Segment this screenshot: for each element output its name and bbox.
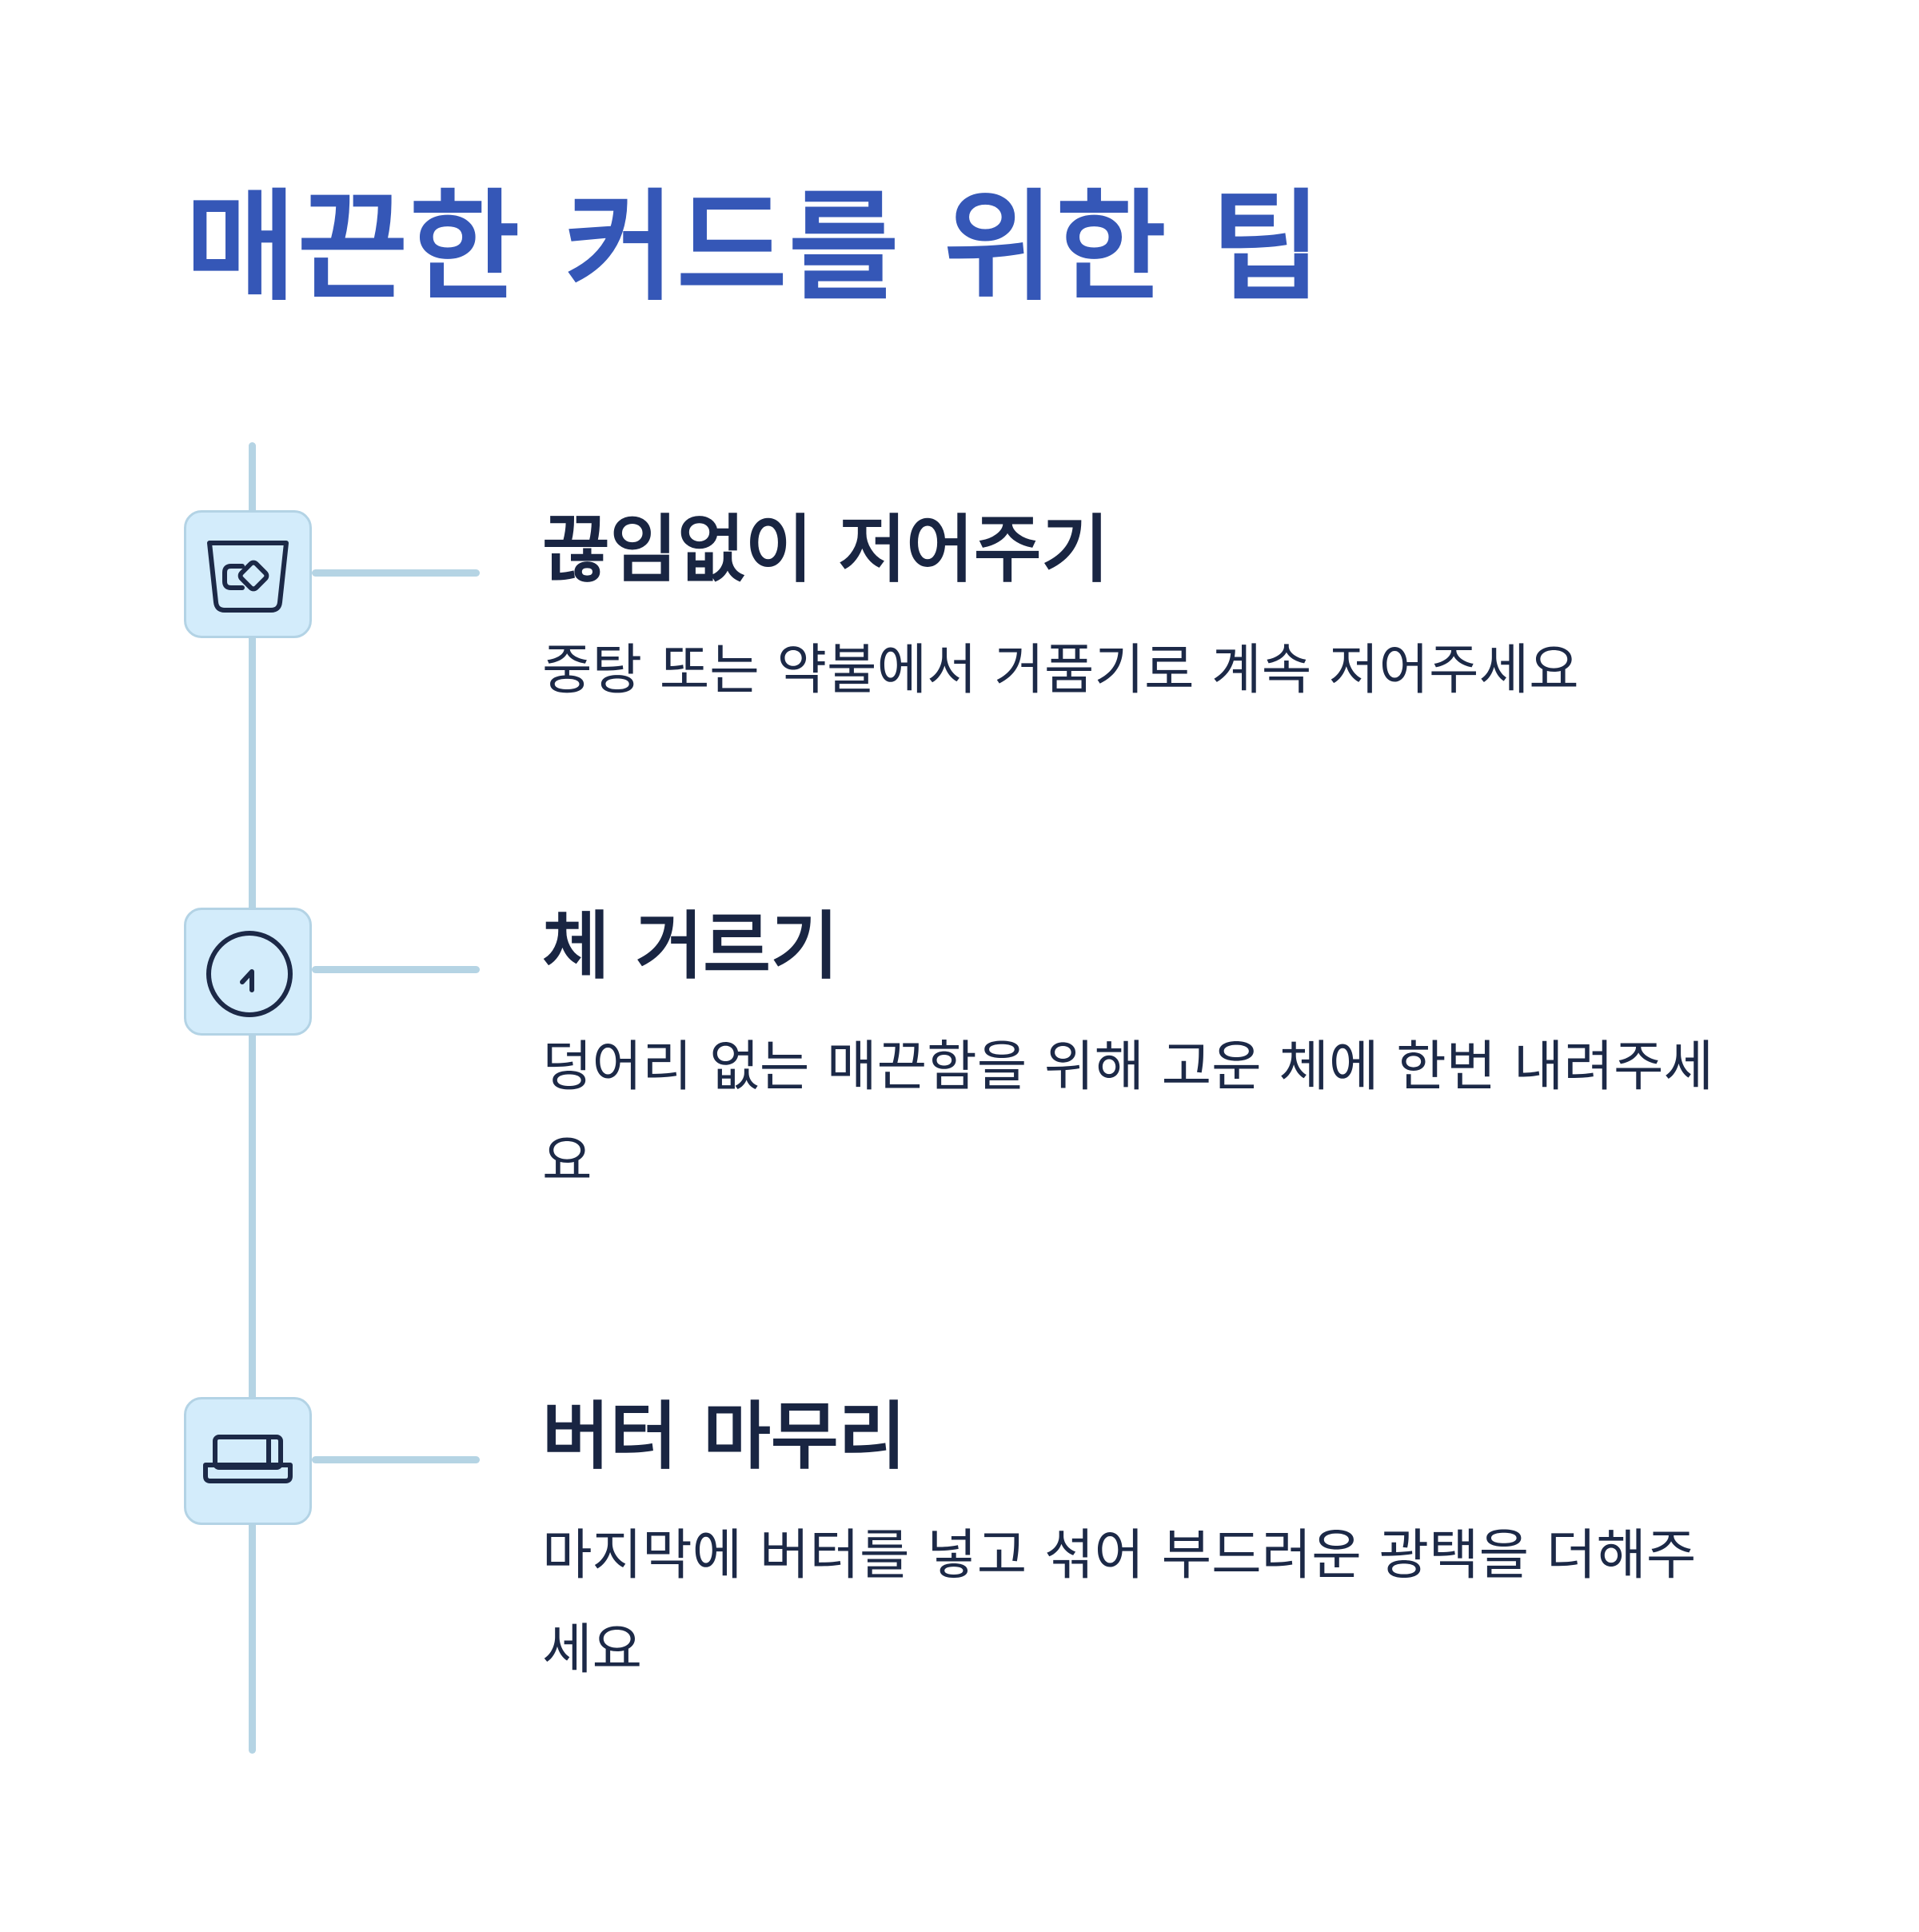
step-title: 버터 마무리 (542, 1394, 907, 1479)
step-connector (312, 569, 480, 577)
step-title: 체 거르기 (542, 904, 839, 989)
step-title: 끊임없이 저어주기 (542, 507, 1110, 593)
butter-icon (203, 1435, 293, 1483)
step-icon-box (184, 908, 312, 1036)
page-title: 매끈한 커드를 위한 팁 (186, 178, 1323, 317)
step-connector (312, 1456, 480, 1463)
step-description: 덩어리 없는 매끈함을 위해 고운 체에 한번 내려주세요 (542, 1036, 1714, 1193)
pot-icon (207, 541, 289, 613)
step-icon-box (184, 1397, 312, 1525)
step-description: 중탕 또는 약불에서 거품기로 계속 저어주세요 (542, 639, 1579, 702)
timer-icon (206, 931, 293, 1017)
step-description: 마지막에 버터를 넣고 섞어 부드러운 광택을 더해주세요 (542, 1524, 1697, 1682)
step-icon-box (184, 510, 312, 638)
timeline-line (249, 442, 256, 1754)
step-connector (312, 966, 480, 973)
